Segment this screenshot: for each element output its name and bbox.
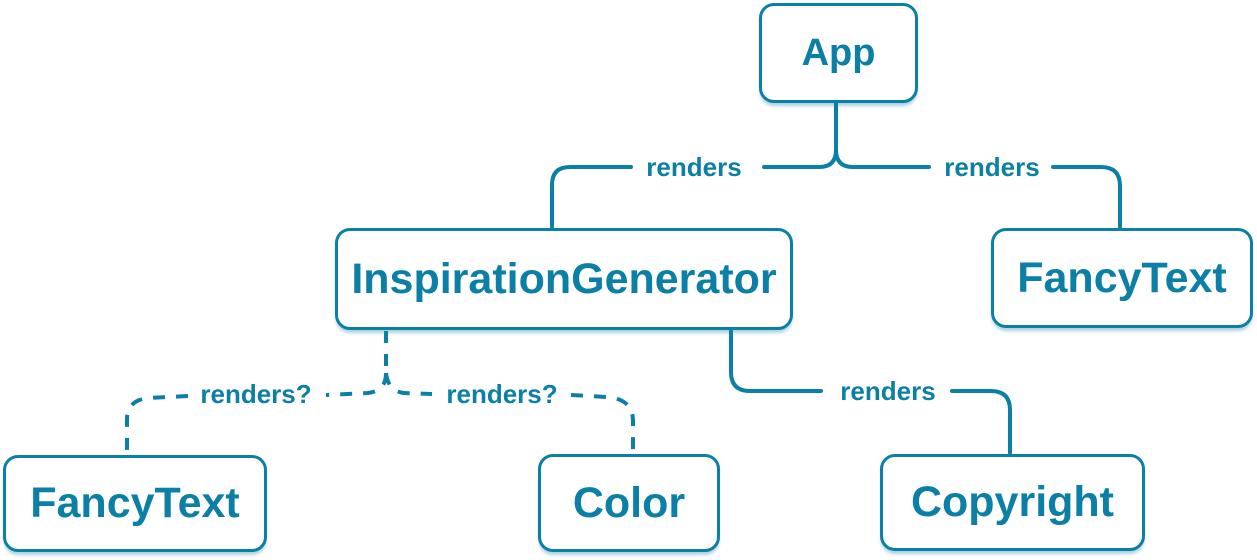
edge-app-to-fancytext-left-of-label — [834, 148, 931, 169]
edge-inspiration-to-copyright-right-of-label — [950, 389, 1012, 455]
edge-inspiration-to-color-left-of-label — [384, 372, 433, 396]
node-copyright: Copyright — [880, 454, 1145, 551]
node-fancytext-bottom: FancyText — [3, 455, 267, 552]
node-color-label: Color — [572, 478, 686, 527]
edge-app-to-inspiration-left-of-label — [550, 165, 633, 229]
node-inspiration-generator: InspirationGenerator — [335, 228, 793, 330]
edge-app-to-inspiration-right-of-label — [762, 101, 838, 169]
edge-label-inspiration-renders-fancytext: renders? — [200, 379, 312, 409]
node-copyright-label: Copyright — [910, 478, 1115, 526]
node-app: App — [759, 3, 918, 103]
node-app-label: App — [801, 31, 876, 74]
edge-inspiration-to-fancytext-right-of-label — [325, 372, 388, 397]
edge-app-to-fancytext-right-of-label — [1051, 165, 1122, 229]
node-inspiration-generator-label: InspirationGenerator — [351, 254, 777, 303]
edge-label-app-renders-fancytext: renders — [944, 152, 1040, 182]
edge-inspiration-to-color-right-of-label — [570, 393, 635, 451]
edge-label-inspiration-renders-copyright: renders — [840, 376, 936, 406]
node-color: Color — [538, 454, 720, 552]
edge-inspiration-to-fancytext-left-of-label — [125, 394, 189, 452]
edge-label-inspiration-renders-color: renders? — [446, 379, 558, 409]
node-fancytext-top-label: FancyText — [1017, 253, 1227, 302]
edge-inspiration-to-copyright-left-of-label — [729, 329, 823, 393]
edge-label-app-renders-inspiration: renders — [646, 152, 742, 182]
node-fancytext-top: FancyText — [991, 228, 1253, 328]
node-fancytext-bottom-label: FancyText — [30, 479, 240, 527]
